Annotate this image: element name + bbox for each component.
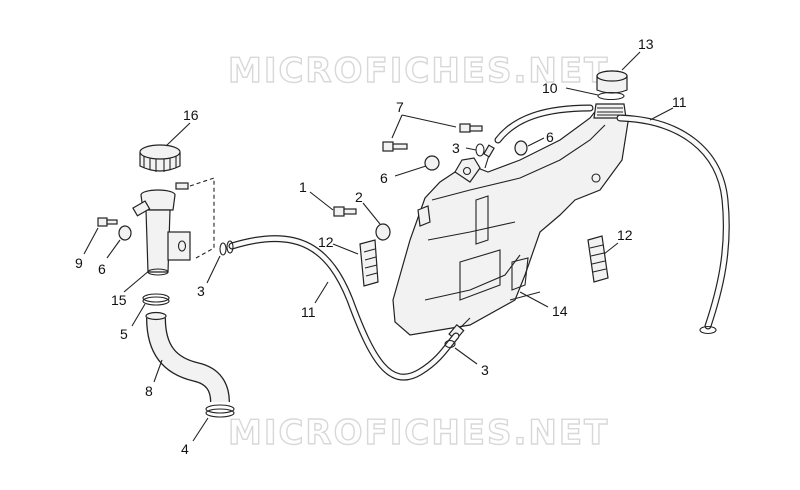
bolt-7a: [459, 123, 483, 133]
clamp-3a: [475, 143, 485, 157]
callout-3-tank-top: 3: [452, 140, 460, 156]
bolt-1: [333, 206, 357, 217]
callout-3-left: 3: [197, 283, 205, 299]
callout-16: 16: [183, 107, 199, 123]
o-ring: [597, 91, 625, 101]
watermark-bottom: MICROFICHES.NET: [228, 413, 609, 453]
callout-6-left: 6: [98, 261, 106, 277]
callout-12-right: 12: [617, 227, 633, 243]
callout-5: 5: [120, 326, 128, 342]
callout-6-middle: 6: [380, 170, 388, 186]
nut-6c: [118, 225, 132, 241]
watermark-top: MICROFICHES.NET: [228, 51, 609, 91]
connecting-hose-left: [226, 235, 460, 381]
callout-8: 8: [145, 383, 153, 399]
rubber-pad-left: [359, 239, 379, 287]
callouts: 13 10 11 16 7 6 3 6 1 2 12 12 9 6 3 15 1…: [75, 36, 687, 457]
callout-9: 9: [75, 255, 83, 271]
callout-4: 4: [181, 441, 189, 457]
clamp-5: [142, 296, 170, 306]
callout-15: 15: [111, 292, 127, 308]
callout-10: 10: [542, 80, 558, 96]
callout-13: 13: [638, 36, 654, 52]
callout-12-left: 12: [318, 234, 334, 250]
leader-lines: [83, 51, 674, 442]
tank-cap: [596, 70, 628, 94]
nut-6a: [514, 140, 528, 156]
nipple: [483, 144, 495, 158]
clamp-3b: [219, 242, 227, 256]
expansion-tank: [392, 103, 629, 341]
nut-6b: [424, 155, 440, 171]
callout-11-left: 11: [301, 304, 316, 320]
bolt-7b: [382, 141, 408, 152]
overflow-hose-right: [616, 114, 730, 335]
callout-6-tank-top: 6: [546, 129, 554, 145]
callout-14: 14: [552, 303, 568, 319]
callout-11-right: 11: [672, 94, 687, 110]
callout-2: 2: [355, 189, 363, 205]
vent-hose: [494, 104, 594, 144]
filler-cap-16: [139, 144, 181, 172]
nut-2: [375, 223, 391, 241]
clamp-3c: [444, 339, 456, 349]
rubber-pad-right: [587, 235, 609, 283]
filler-neck-15: [132, 182, 191, 276]
callout-3-bottom: 3: [481, 362, 489, 378]
clamp-4: [205, 408, 235, 418]
callout-1: 1: [299, 179, 307, 195]
bolt-9: [97, 217, 118, 227]
elbow-hose-8: [145, 311, 230, 403]
callout-7: 7: [396, 99, 404, 115]
bracket-mount: [189, 177, 215, 259]
